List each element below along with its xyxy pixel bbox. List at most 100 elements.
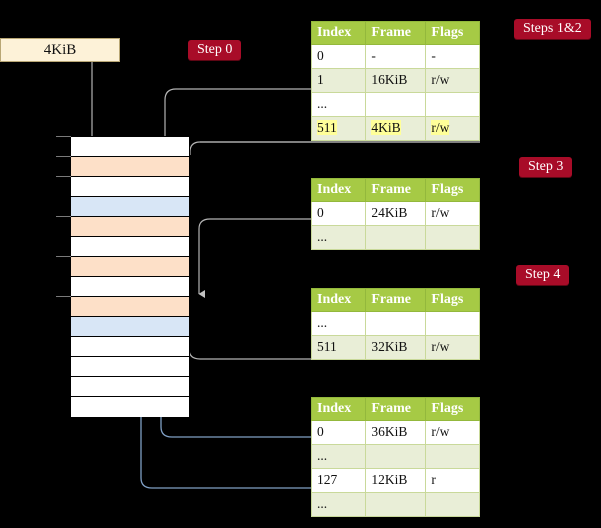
memory-frame-cell [71,217,189,237]
cell-value: r/w [431,339,450,354]
memory-frame-cell [71,137,189,157]
cell-value: ... [317,315,328,330]
cell-value: ... [317,229,328,244]
cell-value: ... [317,96,328,111]
table-cell-flags: r/w [425,201,480,226]
table-cell-frame: 36KiB [365,420,427,445]
column-header-frame: Frame [365,397,427,421]
table-cell-index: ... [310,311,367,336]
table-cell-index: 127 [310,468,367,493]
column-header-frame: Frame [365,21,427,45]
cell-value: 32KiB [371,339,408,354]
cell-value: ... [317,448,328,463]
table-cell-flags: r [425,468,480,493]
badge-step-3: Step 3 [519,157,573,177]
table-row: ... [310,225,480,250]
table-row: ... [310,92,480,117]
badge-step-4: Step 4 [516,265,570,285]
table-row: 127 12KiB r [310,468,480,493]
table-row: 511 32KiB r/w [310,335,480,360]
memory-frame-tick [56,156,71,157]
memory-frame-cell [71,357,189,377]
table-cell-flags: r/w [425,335,480,360]
table-cell-flags [425,92,480,117]
physical-memory-column [70,136,190,417]
table-cell-index: ... [310,444,367,469]
table-cell-frame: 12KiB [365,468,427,493]
column-header-flags: Flags [425,288,480,312]
cell-value: 36KiB [371,424,408,439]
table-cell-index: 0 [310,420,367,445]
table-cell-frame [365,444,427,469]
cell-value: 0 [317,424,324,439]
table-cell-frame [365,311,427,336]
cell-value: r/w [431,205,450,220]
table-cell-frame [365,492,427,517]
memory-frame-cell [71,377,189,397]
memory-frame-tick [56,216,71,217]
memory-frame-cell [71,317,189,337]
cell-value: 511 [317,339,337,354]
column-header-frame: Frame [365,288,427,312]
table-row: 0 24KiB r/w [310,201,480,226]
memory-frame-cell [71,257,189,277]
column-header-flags: Flags [425,21,480,45]
table-cell-frame: - [365,44,427,69]
table-cell-index: ... [310,225,367,250]
memory-frame-cell [71,277,189,297]
table-cell-index: ... [310,92,367,117]
column-header-index: Index [310,288,367,312]
cell-value: 16KiB [371,72,408,87]
table-cell-flags: r/w [425,116,480,141]
cell-value: 511 [317,120,337,135]
memory-frame-tick [56,176,71,177]
column-header-index: Index [310,397,367,421]
cell-value: ... [317,496,328,511]
cell-value: 0 [317,48,324,63]
table-cell-index: 0 [310,44,367,69]
cell-value: r/w [431,72,450,87]
badge-steps-1-2: Steps 1&2 [514,19,591,39]
cell-value: 24KiB [371,205,408,220]
table-row: 0 -- [310,44,480,69]
memory-frame-tick [56,256,71,257]
table-cell-flags [425,225,480,250]
badge-step-0: Step 0 [188,40,242,60]
memory-frame-cell [71,197,189,217]
source-address-box: 4KiB [0,38,120,62]
memory-frame-cell [71,297,189,317]
table-cell-flags: r/w [425,68,480,93]
table-cell-index: ... [310,492,367,517]
table-cell-index: 511 [310,335,367,360]
memory-frame-tick [56,136,71,137]
cell-value: 127 [317,472,338,487]
cell-value: r [431,472,436,487]
cell-value: r/w [431,120,450,135]
table-cell-frame: 4KiB [365,116,427,141]
cell-value: 12KiB [371,472,408,487]
memory-frame-tick [56,296,71,297]
cell-value: 4KiB [371,120,401,135]
table-cell-flags [425,492,480,517]
table-row: ... [310,444,480,469]
table-cell-frame [365,92,427,117]
memory-frame-cell [71,237,189,257]
column-header-flags: Flags [425,178,480,202]
table-cell-frame: 16KiB [365,68,427,93]
table-cell-frame: 32KiB [365,335,427,360]
memory-frame-cell [71,157,189,177]
cell-value: - [431,48,436,63]
cell-value: 0 [317,205,324,220]
table-cell-flags: - [425,44,480,69]
table-row: ... [310,311,480,336]
table-cell-index: 511 [310,116,367,141]
table-row: ... [310,492,480,517]
